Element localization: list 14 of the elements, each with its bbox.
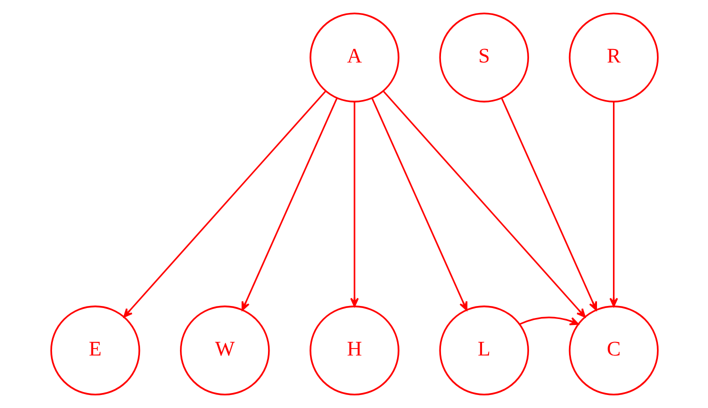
node-circle: W (179, 306, 270, 396)
node-circle: S (438, 12, 529, 102)
node-circle: A (309, 12, 399, 102)
node-circle: R (568, 12, 658, 102)
arrow (382, 90, 586, 318)
arrow (608, 102, 618, 307)
arrow (122, 90, 326, 318)
arrow (371, 98, 467, 311)
node-circle: H (309, 306, 399, 396)
arrow (241, 98, 337, 311)
arrow (518, 316, 578, 326)
arrow (350, 102, 358, 307)
arrow (500, 98, 596, 311)
node-circle: L (438, 306, 529, 396)
